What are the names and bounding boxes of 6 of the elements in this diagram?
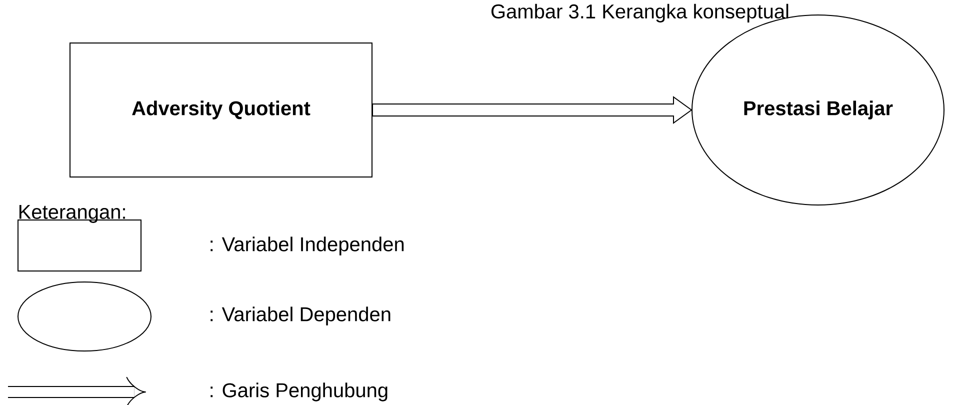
legend-text: : Variabel Independen: [210, 236, 404, 256]
hollow-arrow: [372, 96, 692, 124]
variable-box: Adversity Quotient: [70, 42, 372, 178]
legend-text: : Garis Penghubung: [210, 382, 388, 402]
legend-heading: Keterangan:: [19, 205, 125, 223]
legend-text: : Variabel Dependen: [210, 306, 390, 326]
